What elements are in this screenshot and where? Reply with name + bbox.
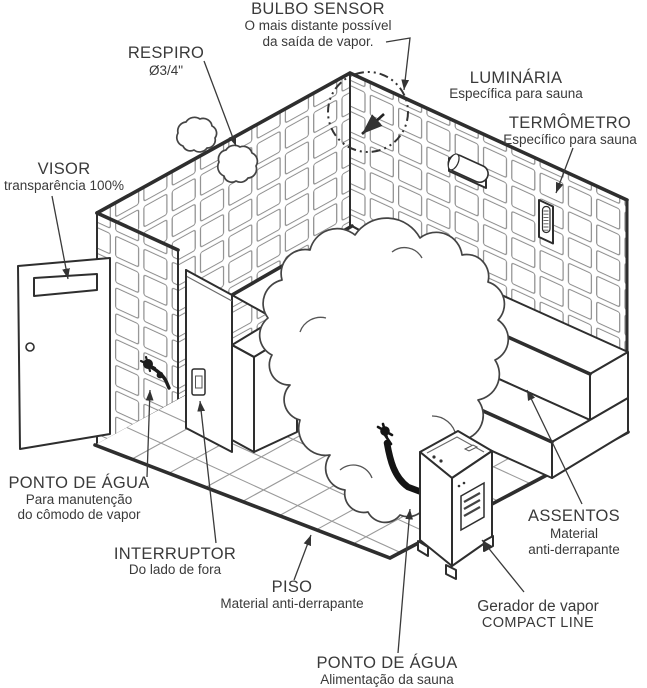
- maintenance-water-tap: [139, 355, 171, 390]
- label-ponto-agua-alimentacao: PONTO DE ÁGUA Alimentação da sauna: [316, 653, 457, 687]
- label-visor: VISOR transparência 100%: [4, 160, 124, 193]
- label-luminaria: LUMINÁRIA Específica para sauna: [449, 68, 583, 101]
- leader-ponto-agua-manutencao: [145, 389, 154, 478]
- label-line: anti-derrapante: [528, 542, 620, 557]
- bulbo-sensor-icon: [361, 113, 385, 135]
- label-line: Para manutenção: [26, 492, 133, 507]
- steam-puff-outside-icon: [175, 116, 218, 153]
- label-gerador: Gerador de vapor COMPACT LINE: [477, 598, 599, 631]
- leader-termometro: [555, 147, 574, 194]
- leader-bulbo: [385, 37, 411, 91]
- label-bulbo-sensor: BULBO SENSOR O mais distante possível da…: [244, 0, 391, 49]
- respiro-vent: [175, 116, 259, 184]
- door-knob: [25, 342, 35, 352]
- label-piso: PISO Material anti-derrapante: [220, 578, 363, 611]
- near-wall-top-edge: [95, 211, 180, 252]
- water-hose: [383, 439, 428, 497]
- bulbo-sensor-highlight-circle: [327, 71, 409, 153]
- label-title: PONTO DE ÁGUA: [8, 473, 149, 492]
- leader-gerador: [481, 539, 525, 593]
- sauna-door: [17, 257, 111, 450]
- label-title: INTERRUPTOR: [114, 545, 236, 563]
- label-title: Gerador de vapor: [477, 598, 599, 615]
- label-termometro: TERMÔMETRO Específico para sauna: [503, 113, 637, 147]
- label-line: da saída de vapor.: [262, 34, 373, 49]
- steam-generator: [417, 430, 494, 580]
- generator-foot: [417, 540, 429, 557]
- label-line: O mais distante possível: [244, 18, 391, 33]
- label-line: Ø3/4": [149, 63, 183, 78]
- label-line: do cômodo de vapor: [17, 507, 141, 522]
- leader-visor: [51, 195, 70, 280]
- water-supply-tap: [376, 422, 428, 497]
- label-title: ASSENTOS: [528, 507, 620, 525]
- label-line: COMPACT LINE: [482, 615, 594, 631]
- label-title: PONTO DE ÁGUA: [316, 653, 457, 672]
- label-ponto-agua-manutencao: PONTO DE ÁGUA Para manutenção do cômodo …: [8, 473, 149, 522]
- label-line: Específico para sauna: [503, 132, 637, 147]
- light-switch: [191, 368, 206, 396]
- label-line: Alimentação da sauna: [320, 672, 454, 687]
- leader-interruptor: [197, 400, 217, 544]
- thermometer: [538, 199, 554, 245]
- label-title: TERMÔMETRO: [509, 113, 631, 132]
- generator-foot: [445, 564, 457, 580]
- front-wall-fragment: [185, 269, 233, 453]
- label-line: Específica para sauna: [449, 86, 583, 101]
- label-title: RESPIRO: [128, 44, 204, 62]
- label-respiro: RESPIRO Ø3/4": [128, 44, 204, 78]
- label-line: Do lado de fora: [129, 562, 222, 577]
- label-assentos: ASSENTOS Material anti-derrapante: [528, 507, 620, 557]
- leader-ponto-agua-alimentacao: [397, 508, 414, 654]
- steam-puff-vent-icon: [216, 144, 259, 184]
- label-title: PISO: [272, 578, 313, 596]
- leader-respiro: [203, 60, 237, 147]
- label-line: Material: [550, 526, 598, 541]
- leader-lines: [51, 37, 583, 654]
- light-fixture: [447, 153, 489, 189]
- leader-piso: [293, 534, 312, 581]
- label-interruptor: INTERRUPTOR Do lado de fora: [114, 545, 236, 577]
- label-line: transparência 100%: [4, 178, 124, 193]
- labels: BULBO SENSOR O mais distante possível da…: [4, 0, 637, 687]
- door-window: [33, 273, 98, 297]
- label-title: BULBO SENSOR: [251, 0, 385, 18]
- leader-assentos: [526, 389, 583, 505]
- generator-label: [460, 481, 485, 532]
- label-title: LUMINÁRIA: [470, 68, 563, 87]
- label-line: Material anti-derrapante: [220, 596, 363, 611]
- label-title: VISOR: [38, 160, 91, 178]
